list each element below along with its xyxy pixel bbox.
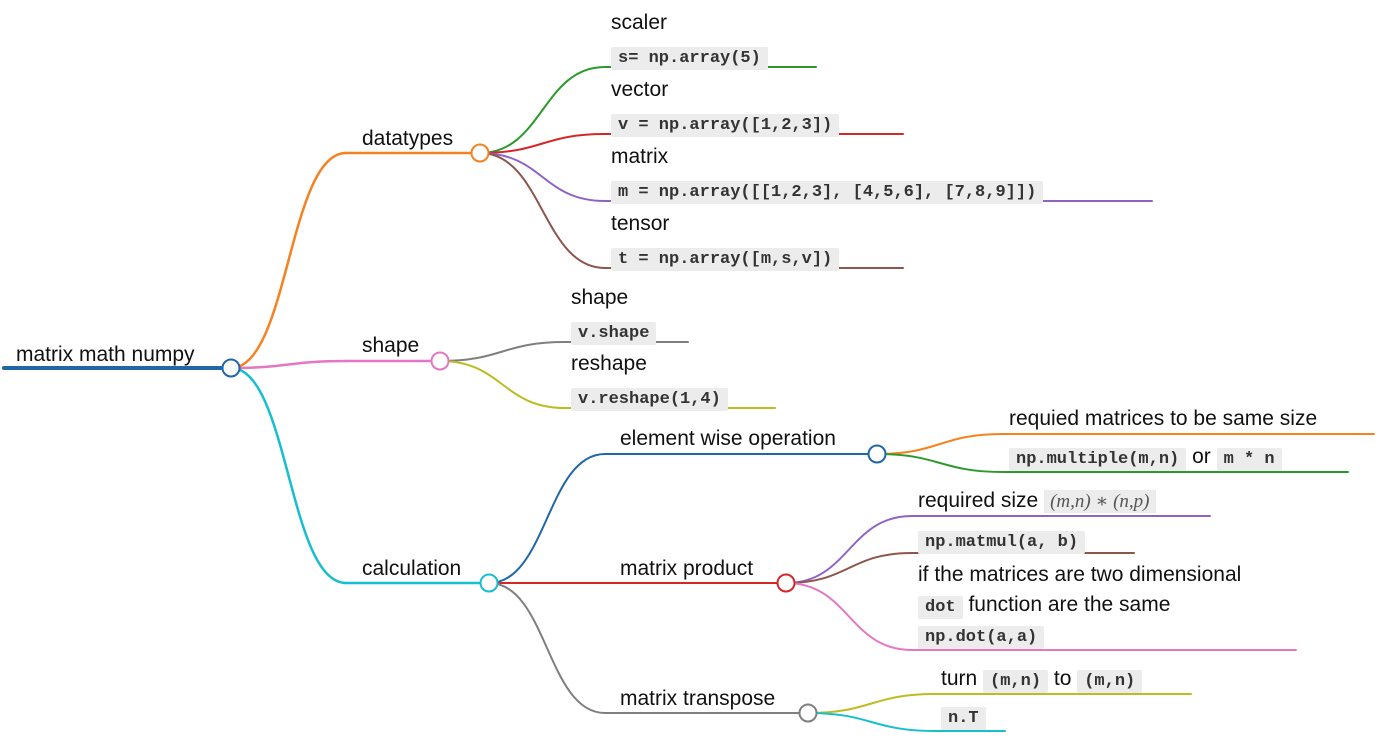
link-matrix-product-two-dim	[785, 582, 913, 651]
label-text: to	[1048, 667, 1078, 690]
code-snippet: v.reshape(1,4)	[571, 388, 728, 411]
node-label-element-wise: element wise operation	[620, 426, 836, 452]
node-label-transpose: matrix transpose	[620, 686, 775, 712]
code-snippet: v = np.array([1,2,3])	[611, 114, 840, 137]
link-calculation-transpose	[488, 582, 606, 714]
node-toggle-shape[interactable]	[430, 351, 450, 371]
label-text: matrix transpose	[620, 687, 776, 710]
link-datatypes-vector	[479, 133, 606, 154]
node-label-matrix-product: matrix product	[620, 556, 753, 582]
label-text: matrix	[611, 145, 669, 168]
leaf-line: s= np.array(5)	[611, 43, 768, 72]
leaf-line: requied matrices to be same size	[1009, 406, 1317, 432]
label-text: matrix product	[620, 557, 754, 580]
node-label-datatypes: datatypes	[362, 126, 453, 152]
link-matrix-product-required-size	[785, 515, 913, 584]
code-snippet: np.matmul(a, b)	[918, 531, 1086, 554]
label-text: required size	[918, 489, 1045, 512]
code-snippet: (m,n)	[1077, 670, 1143, 693]
link-matrix-product-matmul	[785, 552, 913, 584]
leaf-line: vector	[611, 77, 668, 103]
code-snippet: s= np.array(5)	[611, 47, 768, 70]
label-text: vector	[611, 78, 669, 101]
code-snippet: np.dot(a,a)	[918, 626, 1045, 649]
label-text: turn	[941, 667, 984, 690]
leaf-line: np.matmul(a, b)	[918, 527, 1086, 556]
link-root-calculation	[229, 366, 348, 585]
node-label-calculation: calculation	[362, 556, 461, 582]
link-transpose-nT	[807, 712, 936, 732]
label-text: matrix math numpy	[16, 343, 195, 366]
link-element-wise-multiply	[876, 453, 1004, 473]
leaf-line: v = np.array([1,2,3])	[611, 110, 840, 139]
label-text: tensor	[611, 212, 670, 235]
label-text: function are the same	[962, 593, 1171, 616]
leaf-line: v.shape	[571, 318, 657, 347]
leaf-line: if the matrices are two dimensional	[918, 562, 1241, 588]
leaf-line: t = np.array([m,s,v])	[611, 244, 840, 273]
leaf-line: dot function are the same	[918, 592, 1170, 621]
code-snippet: m = np.array([[1,2,3], [4,5,6], [7,8,9]]…	[611, 181, 1044, 204]
leaf-line: n.T	[941, 703, 986, 732]
code-snippet: n.T	[941, 707, 986, 730]
leaf-line: v.reshape(1,4)	[571, 384, 728, 413]
node-label-shape: shape	[362, 333, 419, 359]
link-element-wise-same-size	[876, 433, 1004, 455]
code-snippet: np.multiple(m,n)	[1009, 448, 1187, 471]
link-root-datatypes	[229, 151, 348, 370]
code-snippet: t = np.array([m,s,v])	[611, 248, 840, 271]
leaf-line: matrix	[611, 144, 668, 170]
node-toggle-transpose[interactable]	[798, 703, 818, 723]
code-snippet: dot	[918, 596, 963, 619]
link-shape-reshape	[439, 360, 566, 409]
label-text: scaler	[611, 11, 668, 34]
code-snippet: (m,n)	[983, 670, 1049, 693]
label-text: datatypes	[362, 127, 454, 150]
link-shape-shape-attr	[439, 341, 566, 362]
label-text: shape	[571, 286, 629, 309]
math-expression: (m,n) ∗ (n,p)	[1044, 490, 1156, 513]
link-transpose-turn	[807, 693, 936, 714]
leaf-line: scaler	[611, 10, 667, 36]
leaf-line: required size (m,n) ∗ (n,p)	[918, 488, 1156, 515]
label-text: if the matrices are two dimensional	[918, 563, 1242, 586]
label-text: requied matrices to be same size	[1009, 407, 1318, 430]
node-toggle-datatypes[interactable]	[470, 143, 490, 163]
node-toggle-element-wise[interactable]	[867, 444, 887, 464]
leaf-line: np.dot(a,a)	[918, 622, 1045, 651]
leaf-line: np.multiple(m,n) or m * n	[1009, 444, 1282, 473]
link-datatypes-matrix	[479, 152, 606, 202]
label-text: calculation	[362, 557, 462, 580]
node-label-root: matrix math numpy	[16, 342, 195, 368]
code-snippet: m * n	[1216, 448, 1282, 471]
leaf-line: turn (m,n) to (m,n)	[941, 666, 1143, 695]
label-text: shape	[362, 334, 420, 357]
label-text: or	[1186, 445, 1217, 468]
link-calculation-element-wise	[488, 453, 606, 584]
node-toggle-root[interactable]	[221, 358, 241, 378]
link-root-shape	[229, 359, 348, 370]
link-datatypes-tensor	[479, 152, 606, 269]
node-toggle-calculation[interactable]	[479, 573, 499, 593]
node-toggle-matrix-product[interactable]	[776, 573, 796, 593]
link-datatypes-scaler	[479, 66, 606, 154]
code-snippet: v.shape	[571, 322, 657, 345]
label-text: reshape	[571, 352, 647, 375]
leaf-line: tensor	[611, 211, 669, 237]
leaf-line: shape	[571, 285, 628, 311]
leaf-line: reshape	[571, 351, 647, 377]
label-text: element wise operation	[620, 427, 836, 450]
leaf-line: m = np.array([[1,2,3], [4,5,6], [7,8,9]]…	[611, 177, 1044, 206]
